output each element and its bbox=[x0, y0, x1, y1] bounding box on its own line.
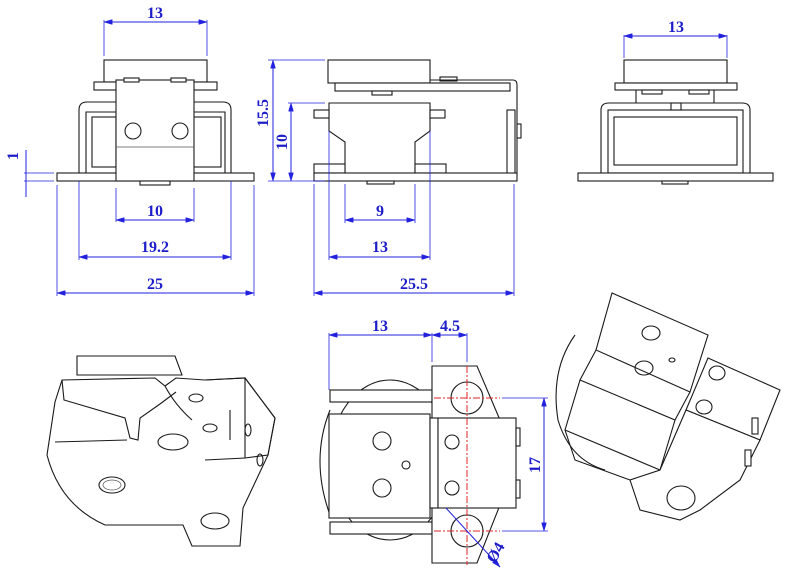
base-plate bbox=[577, 172, 774, 182]
dim-front-bracket-width: 19.2 bbox=[141, 239, 169, 256]
dim-top-hole-spacing: 17 bbox=[527, 457, 544, 473]
dim-top-hole-diameter: Ø4 bbox=[484, 540, 509, 566]
side-body bbox=[328, 102, 431, 174]
dim-side-overall-length: 25.5 bbox=[400, 276, 428, 293]
front-view: 13 10 19.2 25 1 bbox=[5, 5, 255, 296]
top-block bbox=[103, 59, 208, 83]
dim-side-narrow-width: 9 bbox=[376, 203, 384, 220]
dim-front-plate-thickness: 1 bbox=[5, 152, 22, 160]
pin-hole bbox=[401, 460, 411, 470]
dim-side-body-height: 10 bbox=[274, 134, 291, 150]
mount-hole bbox=[372, 431, 392, 451]
diameter-leader bbox=[445, 507, 500, 567]
top-block bbox=[327, 59, 431, 84]
dim-side-overall-height: 15.5 bbox=[255, 99, 272, 127]
iso-view-left bbox=[46, 355, 276, 547]
top-body bbox=[328, 413, 431, 519]
dim-top-body-width: 13 bbox=[372, 318, 388, 335]
side-view: 15.5 10 9 13 25.5 bbox=[255, 59, 522, 296]
dim-side-body-width: 13 bbox=[372, 239, 388, 256]
mount-hole bbox=[124, 122, 142, 140]
right-view: 13 bbox=[577, 19, 774, 185]
dim-right-top-width: 13 bbox=[668, 19, 684, 36]
mount-hole bbox=[372, 478, 392, 498]
dim-front-top-width: 13 bbox=[147, 5, 163, 22]
top-block bbox=[623, 59, 728, 84]
iso-top-face bbox=[595, 292, 709, 393]
dim-front-inner-width: 10 bbox=[147, 203, 163, 220]
dim-front-overall-width: 25 bbox=[147, 276, 163, 293]
iso-hole bbox=[98, 476, 126, 494]
iso-view-right bbox=[555, 292, 781, 521]
dim-top-hole-offset: 4.5 bbox=[440, 318, 460, 335]
mount-hole bbox=[171, 122, 189, 140]
top-view: 13 4.5 17 Ø4 bbox=[319, 318, 548, 567]
